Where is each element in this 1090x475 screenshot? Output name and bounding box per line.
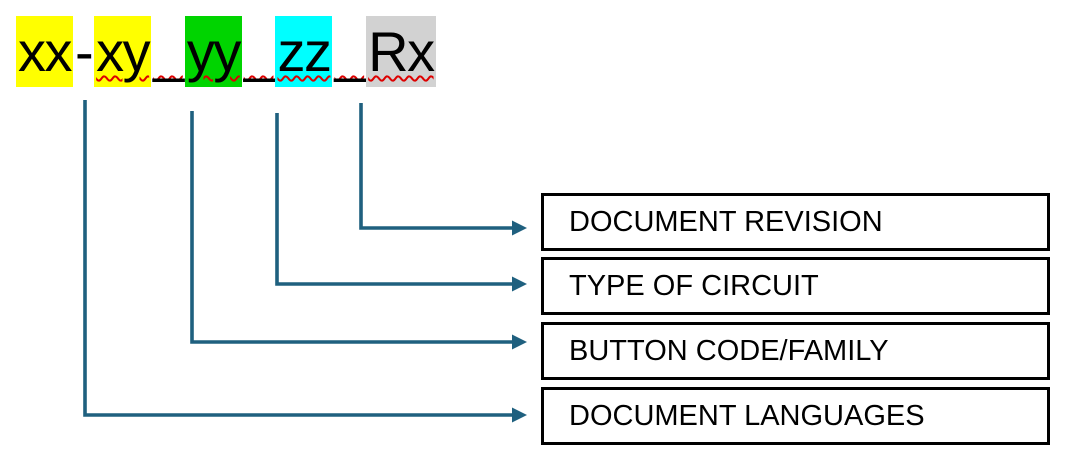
code-separator-dash: - [75,20,94,83]
document-code: xx-xy_yy_zz_Rx [16,12,436,92]
label-box-document-revision: DOCUMENT REVISION [541,193,1050,251]
code-separator-underscore: _ [334,20,365,83]
label-box-text: DOCUMENT LANGUAGES [569,399,925,432]
arrow-xx-to-document-languages [83,100,527,423]
code-separator-underscore: _ [243,20,275,83]
arrow-zz-to-type-of-circuit [275,113,527,292]
label-box-text: DOCUMENT REVISION [569,205,883,238]
label-box-button-code-family: BUTTON CODE/FAMILY [541,322,1050,380]
code-part-yy: yy [184,16,242,87]
label-box-document-languages: DOCUMENT LANGUAGES [541,387,1050,445]
label-box-text: BUTTON CODE/FAMILY [569,334,889,367]
label-box-text: TYPE OF CIRCUIT [569,269,819,302]
code-part-rx: Rx [366,16,436,87]
arrow-rx-to-document-revision [359,103,527,236]
code-part-xy: xy [94,16,152,87]
arrow-yy-to-button-code [190,111,527,350]
code-separator-underscore: _ [153,20,184,83]
code-part-xx: xx [16,16,73,87]
label-box-type-of-circuit: TYPE OF CIRCUIT [541,257,1050,315]
code-part-zz: zz [275,16,333,87]
